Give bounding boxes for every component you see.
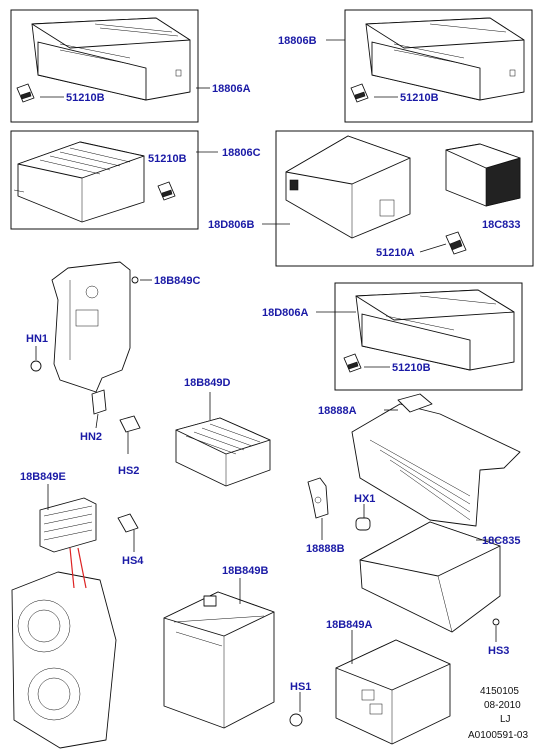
amplifier-18B849A	[335, 639, 451, 745]
nut-HN1	[30, 360, 42, 372]
label-HS2: HS2	[118, 465, 139, 477]
radio-unit-18806A	[31, 17, 191, 101]
label-18806B: 18806B	[278, 35, 317, 47]
label-18B849A: 18B849A	[326, 619, 373, 631]
part-box-18806A	[10, 9, 199, 123]
module-18B849D	[175, 417, 271, 487]
label-18B849C: 18B849C	[154, 275, 201, 287]
pointer-line-2	[77, 547, 87, 589]
module-18C833	[445, 143, 521, 207]
amplifier-18806C	[13, 141, 145, 223]
label-HS4: HS4	[122, 555, 144, 567]
screw-HS4	[117, 513, 139, 552]
label-18806C: 18806C	[222, 147, 261, 159]
tray-18C835	[359, 521, 501, 633]
bracket-18888B	[307, 477, 329, 519]
part-box-18D806A	[334, 282, 523, 391]
fuse-51210B-3	[157, 181, 176, 201]
cd-changer-18D806B	[285, 135, 411, 239]
label-HN2: HN2	[80, 431, 102, 443]
module-18B849E	[39, 497, 97, 553]
subwoofer-enclosure	[11, 571, 117, 749]
label-18806A: 18806A	[212, 83, 251, 95]
label-51210B-1: 51210B	[66, 92, 105, 104]
fuse-51210A	[445, 231, 467, 255]
part-box-18806B	[344, 9, 533, 123]
radio-unit-18806B	[365, 17, 525, 101]
screw-HS1	[289, 713, 303, 727]
label-18D806A: 18D806A	[262, 307, 309, 319]
footer-date: 08-2010	[484, 700, 521, 711]
label-18B849B: 18B849B	[222, 565, 269, 577]
label-HN1: HN1	[26, 333, 48, 345]
screw-HS3	[492, 618, 500, 626]
footer-code: 4150105	[480, 686, 519, 697]
label-HS1: HS1	[290, 681, 311, 693]
label-51210A: 51210A	[376, 247, 415, 259]
label-18B849D: 18B849D	[184, 377, 231, 389]
fuse-51210B-2	[350, 83, 369, 103]
label-51210B-2: 51210B	[400, 92, 439, 104]
radio-unit-18D806A	[355, 289, 515, 371]
label-18B849E: 18B849E	[20, 471, 66, 483]
label-18C835: 18C835	[482, 535, 521, 547]
label-18D806B: 18D806B	[208, 219, 255, 231]
footer-initials: LJ	[500, 714, 511, 725]
label-18888B: 18888B	[306, 543, 345, 555]
fuse-51210B-1	[16, 83, 35, 103]
clip-HX1	[355, 517, 371, 531]
label-HS3: HS3	[488, 645, 509, 657]
bracket-18B849C	[51, 261, 139, 393]
amplifier-18B849B	[163, 591, 275, 729]
part-box-18D806B	[275, 130, 534, 267]
pointer-line-1	[69, 547, 75, 589]
fuse-51210B-4	[343, 353, 362, 373]
label-18C833: 18C833	[482, 219, 521, 231]
label-HX1: HX1	[354, 493, 375, 505]
label-18888A: 18888A	[318, 405, 357, 417]
frame-18888A	[351, 393, 521, 527]
screw-HS2	[119, 415, 141, 454]
part-box-18806C	[10, 130, 199, 230]
label-51210B-3: 51210B	[148, 153, 187, 165]
footer-ref: A0100591-03	[468, 730, 528, 741]
label-51210B-4: 51210B	[392, 362, 431, 374]
nut-HN2	[91, 389, 107, 415]
